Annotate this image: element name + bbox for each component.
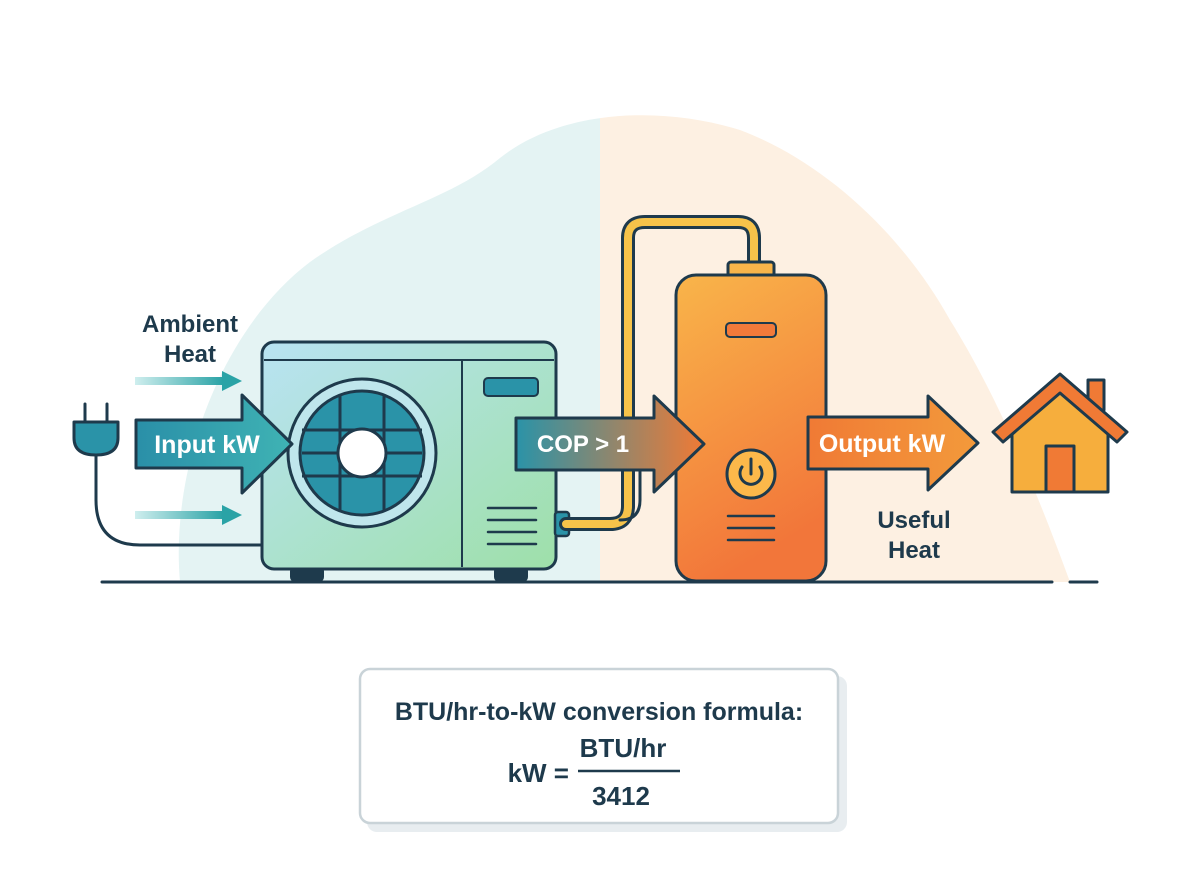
formula-denominator: 3412 xyxy=(592,781,650,811)
house-icon xyxy=(991,372,1129,494)
water-heater-tank xyxy=(674,260,828,583)
useful-heat-label-line2: Heat xyxy=(888,537,940,564)
ambient-heat-arrow-bottom xyxy=(135,505,242,525)
formula-lhs: kW = xyxy=(508,758,569,788)
ambient-heat-arrow-top xyxy=(135,371,242,391)
output-arrow: Output kW xyxy=(806,394,980,492)
useful-heat-label-line1: Useful xyxy=(877,507,950,534)
formula-numerator: BTU/hr xyxy=(580,733,667,763)
ambient-heat-label-line2: Heat xyxy=(164,341,216,368)
input-kw-label: Input kW xyxy=(154,431,260,459)
cop-label: COP > 1 xyxy=(537,431,629,458)
input-arrow: Input kW xyxy=(134,393,294,495)
ambient-heat-label-line1: Ambient xyxy=(142,311,238,338)
formula-box: BTU/hr-to-kW conversion formula: kW = BT… xyxy=(358,667,847,832)
fan-icon xyxy=(286,377,438,529)
formula-title: BTU/hr-to-kW conversion formula: xyxy=(395,698,803,726)
pipe-icon xyxy=(559,215,761,531)
power-button-icon xyxy=(725,448,777,500)
cop-arrow: COP > 1 xyxy=(514,394,706,494)
output-kw-label: Output kW xyxy=(819,430,946,458)
plug-icon xyxy=(72,402,264,547)
